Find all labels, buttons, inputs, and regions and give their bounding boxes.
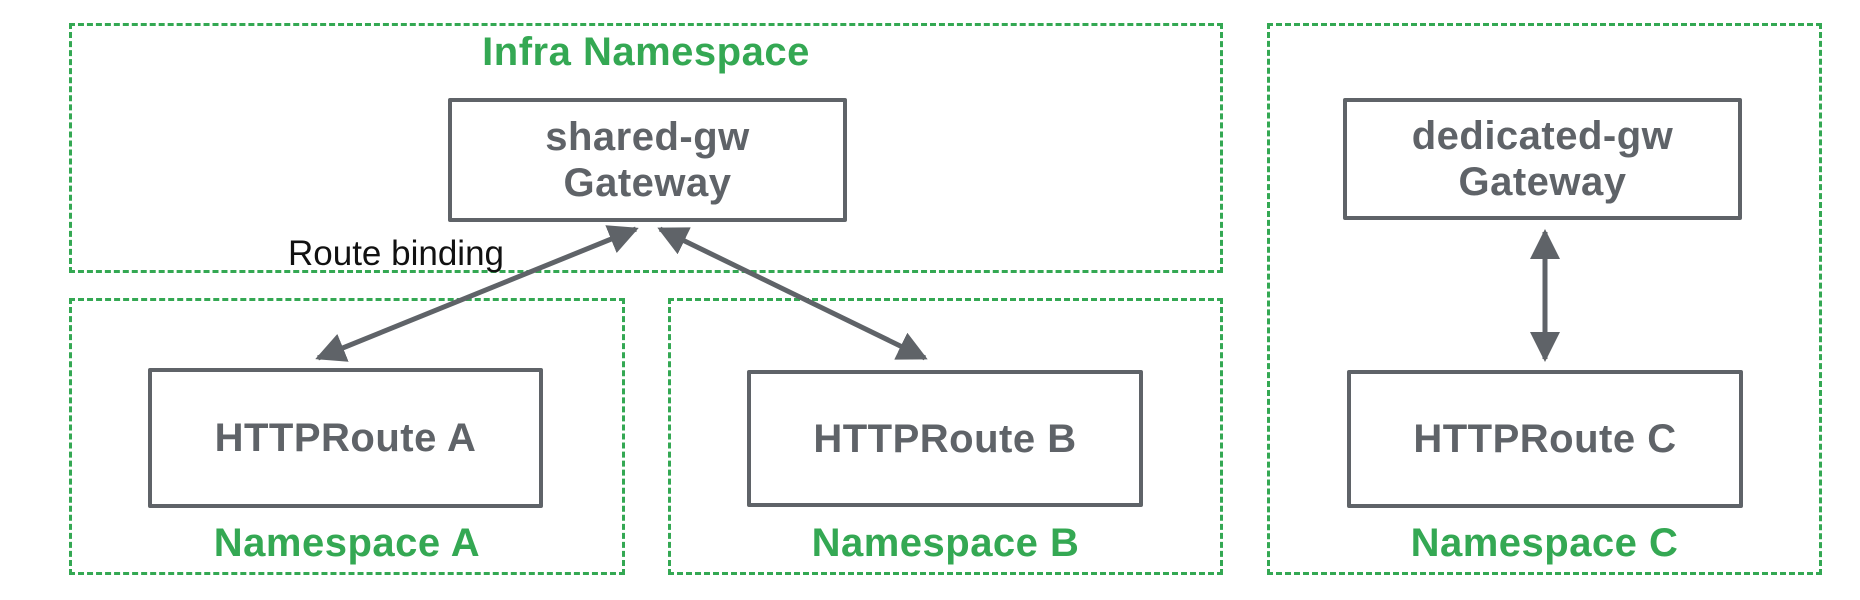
httproute-b-name: HTTPRoute B — [813, 416, 1077, 461]
shared-gw-gateway-node: shared-gw Gateway — [448, 98, 847, 222]
httproute-b-node: HTTPRoute B — [747, 370, 1143, 507]
route-binding-annotation: Route binding — [288, 234, 504, 273]
dedicated-gw-gateway-node: dedicated-gw Gateway — [1343, 98, 1742, 220]
httproute-c-name: HTTPRoute C — [1413, 417, 1677, 461]
namespace-a-label: Namespace A — [213, 521, 481, 565]
namespace-b-label: Namespace B — [811, 521, 1080, 565]
dedicated-gw-kind: Gateway — [1458, 160, 1627, 204]
namespace-b-box: Namespace B — [668, 298, 1223, 575]
httproute-a-node: HTTPRoute A — [148, 368, 543, 508]
infra-namespace-label: Infra Namespace — [482, 30, 810, 74]
httproute-a-name: HTTPRoute A — [214, 416, 477, 460]
namespace-c-label: Namespace C — [1410, 521, 1679, 565]
shared-gw-name: shared-gw — [545, 115, 750, 159]
dedicated-gw-name: dedicated-gw — [1411, 114, 1674, 158]
infra-namespace-box: Infra Namespace — [69, 23, 1223, 273]
shared-gw-kind: Gateway — [563, 161, 732, 205]
namespace-c-box: Namespace C — [1267, 23, 1822, 575]
httproute-c-node: HTTPRoute C — [1347, 370, 1743, 508]
